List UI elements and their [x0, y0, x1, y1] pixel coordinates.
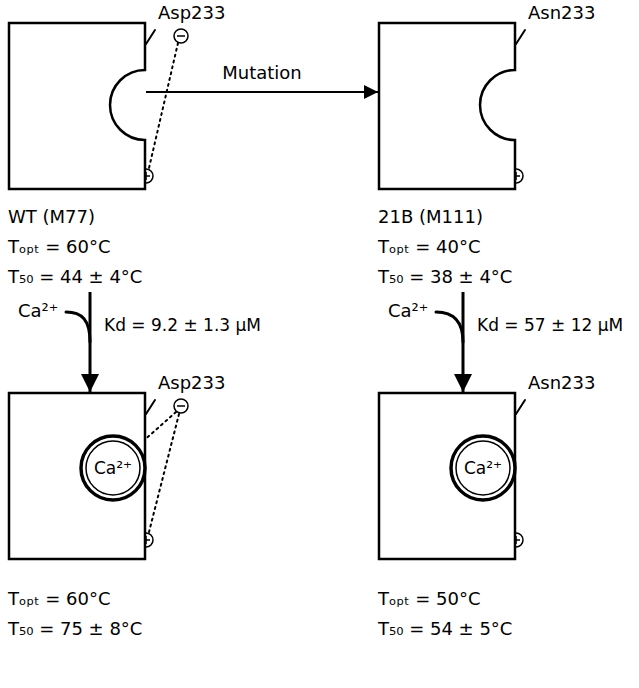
leader-line [516, 400, 525, 414]
temperature-value: Tₒₚₜ = 40°C [378, 232, 516, 262]
temperature-value: Tₒₚₜ = 50°C [378, 584, 516, 614]
negative-charge [174, 29, 188, 43]
dissociation-constant: Kd = 57 ± 12 μM [477, 314, 623, 336]
leader-line [516, 30, 525, 44]
negative-charge [174, 399, 188, 413]
strain-label: 21B (M111) [378, 202, 516, 232]
ion-input-curve [66, 312, 90, 342]
salt-bridge [149, 43, 178, 168]
protein-box: WT (M77)Tₒₚₜ = 60°CT₅₀ = 44 ± 4°C [8, 22, 146, 292]
arrow-label: Mutation [222, 62, 302, 84]
temperature-value: Tₒₚₜ = 60°C [8, 584, 146, 614]
mutation-arrow [146, 91, 378, 93]
residue-label: Asp233 [158, 372, 225, 394]
residue-label: Asn233 [528, 372, 595, 394]
binding-arrow [89, 292, 92, 392]
protein-box: 21B (M111)Tₒₚₜ = 40°CT₅₀ = 38 ± 4°C [378, 22, 516, 292]
binding-arrow [462, 292, 465, 392]
residue-label: Asp233 [158, 2, 225, 24]
temperature-value: Tₒₚₜ = 60°C [8, 232, 146, 262]
dissociation-constant: Kd = 9.2 ± 1.3 μM [104, 314, 261, 336]
protein-outline [8, 22, 146, 190]
temperature-value: T₅₀ = 54 ± 5°C [378, 614, 516, 644]
temperature-value: T₅₀ = 75 ± 8°C [8, 614, 146, 644]
protein-outline [378, 22, 516, 190]
ion-label: Ca²⁺ [464, 458, 502, 478]
residue-label: Asn233 [528, 2, 595, 24]
ion-label: Ca²⁺ [94, 458, 132, 478]
ion-label: Ca²⁺ [18, 300, 58, 322]
strain-label: WT (M77) [8, 202, 146, 232]
ion-label: Ca²⁺ [388, 300, 428, 322]
leader-line [146, 30, 155, 44]
temperature-value: T₅₀ = 44 ± 4°C [8, 262, 146, 292]
salt-bridge [149, 414, 179, 532]
calcium-ion: Ca²⁺ [449, 434, 517, 502]
leader-line [146, 400, 155, 414]
calcium-ion: Ca²⁺ [79, 434, 147, 502]
protein-box: Tₒₚₜ = 60°CT₅₀ = 75 ± 8°C Ca²⁺ [8, 392, 146, 644]
ion-input-curve [436, 312, 463, 342]
temperature-value: T₅₀ = 38 ± 4°C [378, 262, 516, 292]
protein-box: Tₒₚₜ = 50°CT₅₀ = 54 ± 5°C Ca²⁺ [378, 392, 516, 644]
